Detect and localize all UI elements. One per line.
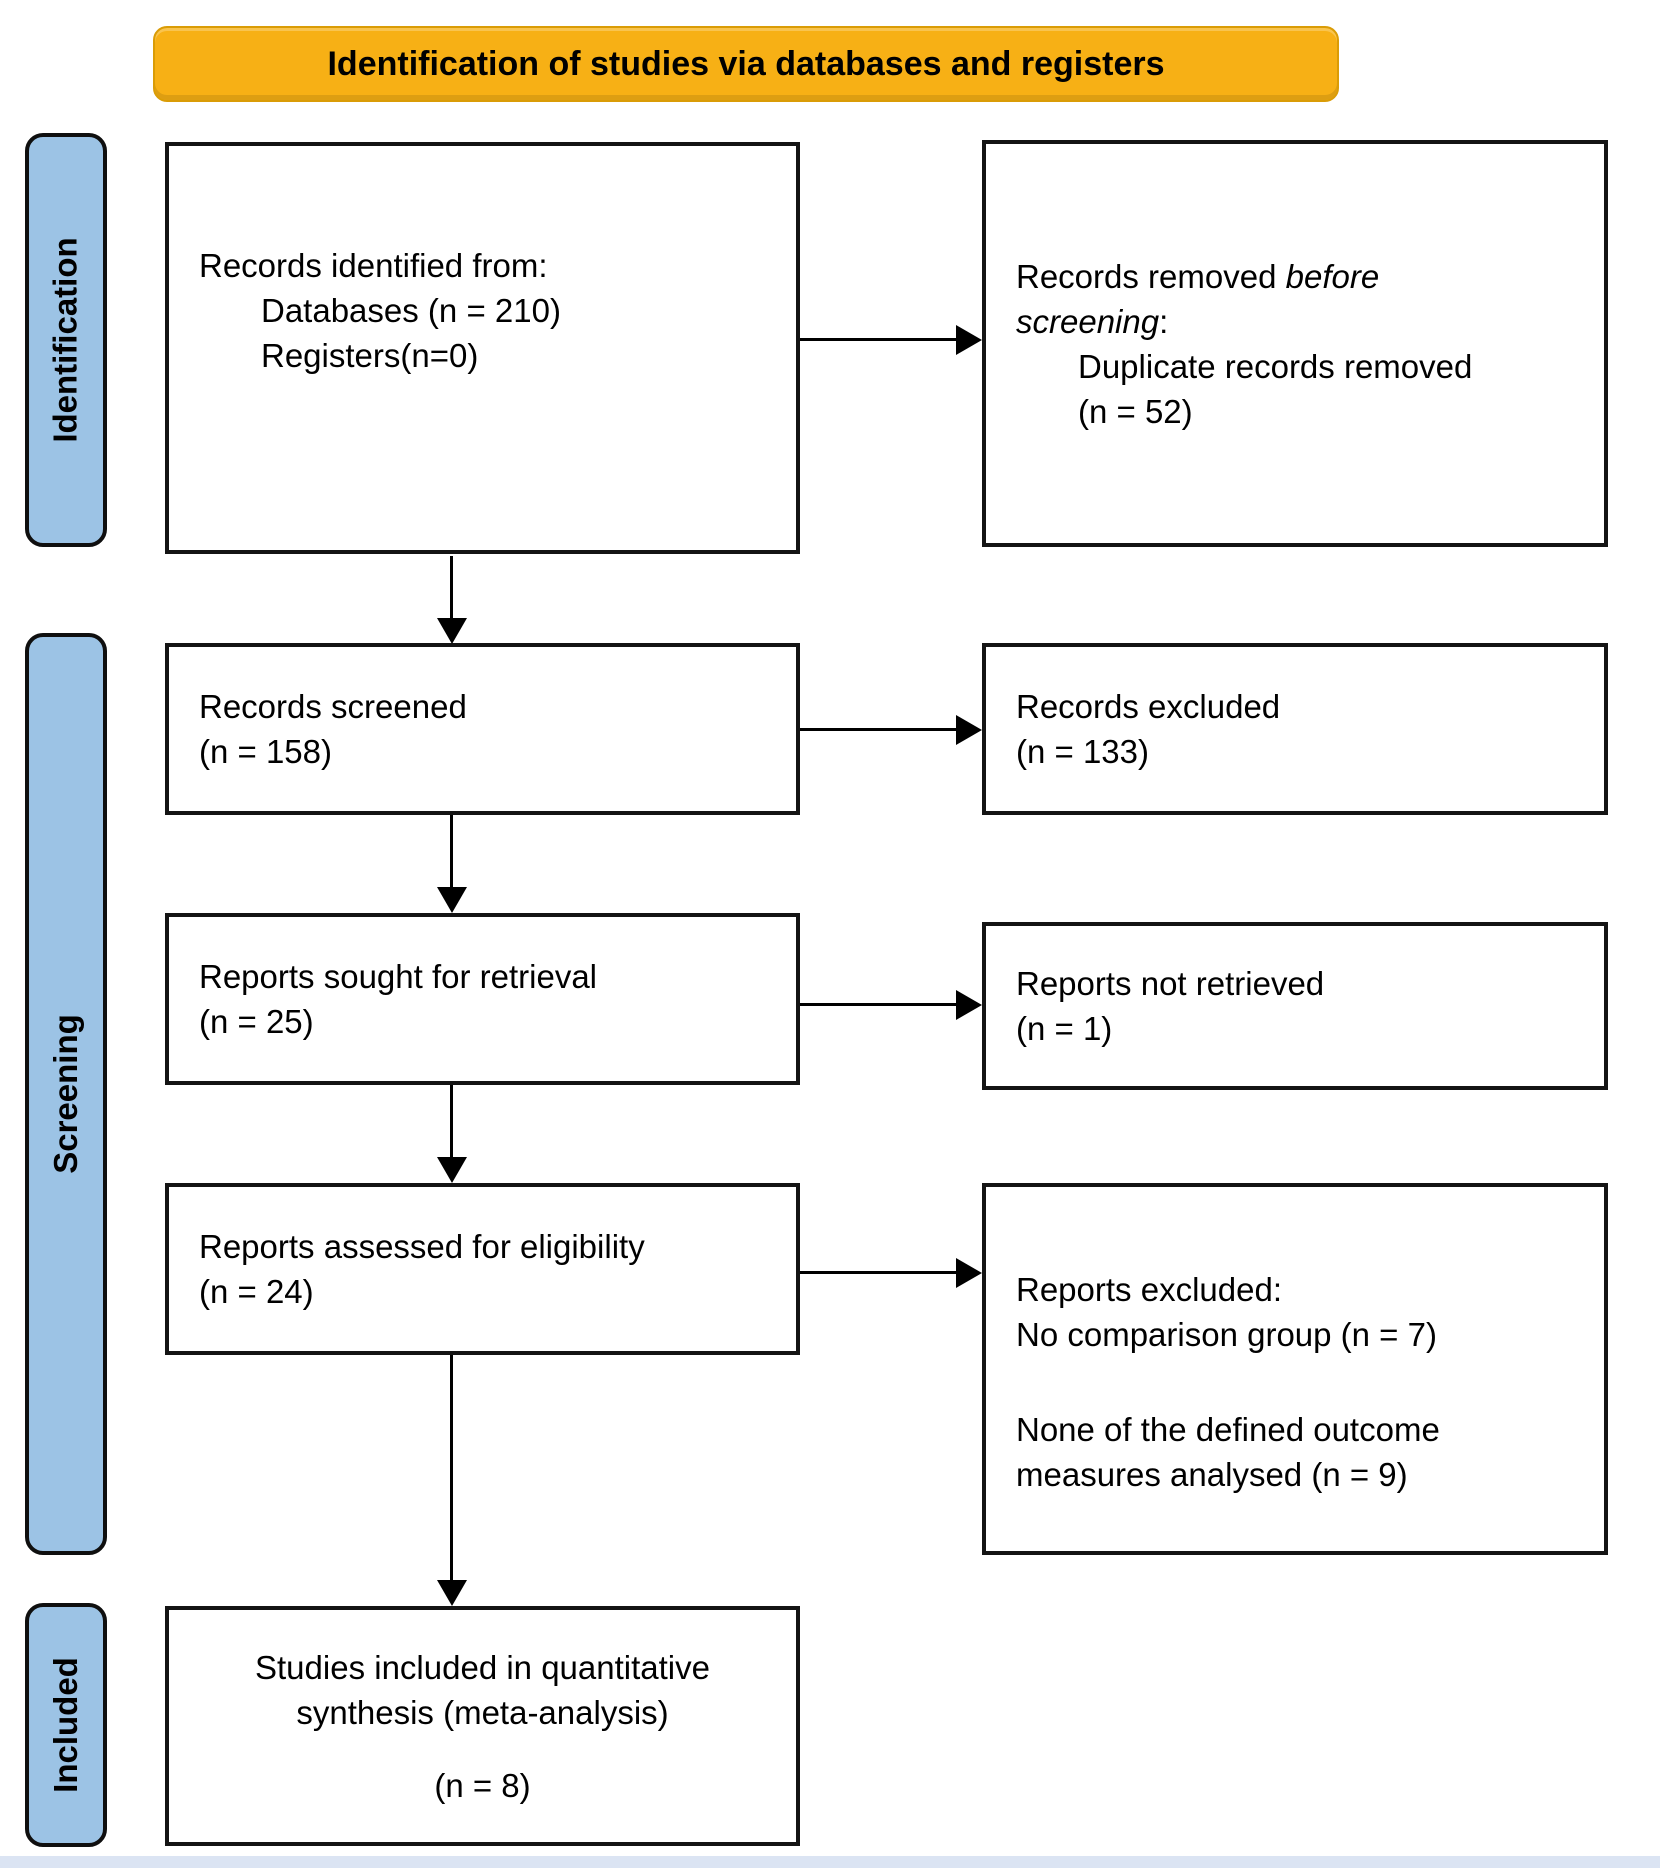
records-removed-screening: screening: [1016, 302, 1160, 340]
studies-included-line2: synthesis (meta-analysis): [296, 1693, 669, 1731]
arrow-sought-to-assessed-head: [437, 1157, 467, 1183]
reports-excluded-spacer: [1016, 1357, 1574, 1407]
arrow-screened-to-excluded-shaft: [800, 728, 958, 731]
records-identified-line: Records identified from:: [199, 246, 548, 284]
records-excluded-count: (n = 133): [1016, 733, 1149, 770]
records-excluded-label: Records excluded: [1016, 688, 1281, 725]
stage-bar-screening: Screening: [25, 633, 107, 1555]
arrow-identified-to-removed-head: [956, 325, 982, 355]
reports-assessed-count: (n = 24): [199, 1273, 314, 1310]
records-removed-colon: :: [1159, 302, 1169, 340]
reports-sought-count: (n = 25): [199, 1003, 314, 1040]
arrow-screened-to-sought-head: [437, 887, 467, 913]
records-removed-text: Records removed: [1016, 257, 1286, 295]
arrow-assessed-to-included-shaft: [450, 1355, 453, 1582]
records-screened-count: (n = 158): [199, 733, 332, 770]
arrow-screened-to-excluded-head: [956, 715, 982, 745]
stage-label-included: Included: [47, 1657, 84, 1793]
arrow-sought-to-notretrieved-shaft: [800, 1003, 958, 1006]
reports-excluded-reason2b: measures analysed (n = 9): [1016, 1456, 1408, 1493]
records-removed-line1: Records removed before: [1016, 254, 1574, 299]
arrow-screened-to-sought-shaft: [450, 815, 453, 889]
box-reports-sought: Reports sought for retrieval (n = 25): [165, 913, 800, 1085]
arrow-assessed-to-reportsexcluded-head: [956, 1258, 982, 1288]
arrow-identified-to-removed-shaft: [800, 338, 958, 341]
reports-sought-label: Reports sought for retrieval: [199, 958, 598, 995]
box-records-removed: Records removed before screening: Duplic…: [982, 140, 1608, 547]
box-records-identified: Records identified from: Databases (n = …: [165, 142, 800, 554]
arrow-sought-to-assessed-shaft: [450, 1085, 453, 1159]
reports-assessed-label: Reports assessed for eligibility: [199, 1228, 645, 1265]
records-removed-line2: screening:: [1016, 299, 1574, 344]
duplicate-records-line: Duplicate records removed: [1078, 347, 1473, 385]
reports-not-retrieved-label: Reports not retrieved: [1016, 965, 1325, 1002]
duplicate-records-count: (n = 52): [1078, 392, 1193, 430]
studies-included-spacer: [199, 1735, 766, 1763]
arrow-assessed-to-reportsexcluded-shaft: [800, 1271, 958, 1274]
reports-excluded-reason1: No comparison group (n = 7): [1016, 1316, 1437, 1353]
arrow-sought-to-notretrieved-head: [956, 990, 982, 1020]
box-reports-not-retrieved: Reports not retrieved (n = 1): [982, 922, 1608, 1090]
reports-not-retrieved-count: (n = 1): [1016, 1010, 1113, 1047]
box-studies-included: Studies included in quantitative synthes…: [165, 1606, 800, 1846]
records-removed-before: before: [1285, 257, 1380, 295]
stage-bar-included: Included: [25, 1603, 107, 1847]
records-screened-label: Records screened: [199, 688, 467, 725]
box-records-screened: Records screened (n = 158): [165, 643, 800, 815]
box-records-excluded: Records excluded (n = 133): [982, 643, 1608, 815]
arrow-identified-to-screened-head: [437, 618, 467, 644]
studies-included-line1: Studies included in quantitative: [255, 1648, 710, 1686]
box-reports-assessed: Reports assessed for eligibility (n = 24…: [165, 1183, 800, 1355]
reports-excluded-label: Reports excluded:: [1016, 1271, 1282, 1308]
records-identified-databases: Databases (n = 210): [261, 291, 561, 329]
reports-excluded-reason2a: None of the defined outcome: [1016, 1411, 1440, 1448]
diagram-title-banner: Identification of studies via databases …: [153, 26, 1339, 102]
stage-bar-identification: Identification: [25, 133, 107, 547]
arrow-identified-to-screened-shaft: [450, 556, 453, 620]
stage-label-screening: Screening: [47, 1014, 84, 1174]
diagram-title: Identification of studies via databases …: [327, 44, 1165, 83]
arrow-assessed-to-included-head: [437, 1580, 467, 1606]
studies-included-count: (n = 8): [434, 1766, 531, 1804]
stage-label-identification: Identification: [47, 237, 84, 443]
box-reports-excluded: Reports excluded: No comparison group (n…: [982, 1183, 1608, 1555]
footer-strip: [0, 1856, 1660, 1868]
records-identified-registers: Registers(n=0): [261, 336, 479, 374]
